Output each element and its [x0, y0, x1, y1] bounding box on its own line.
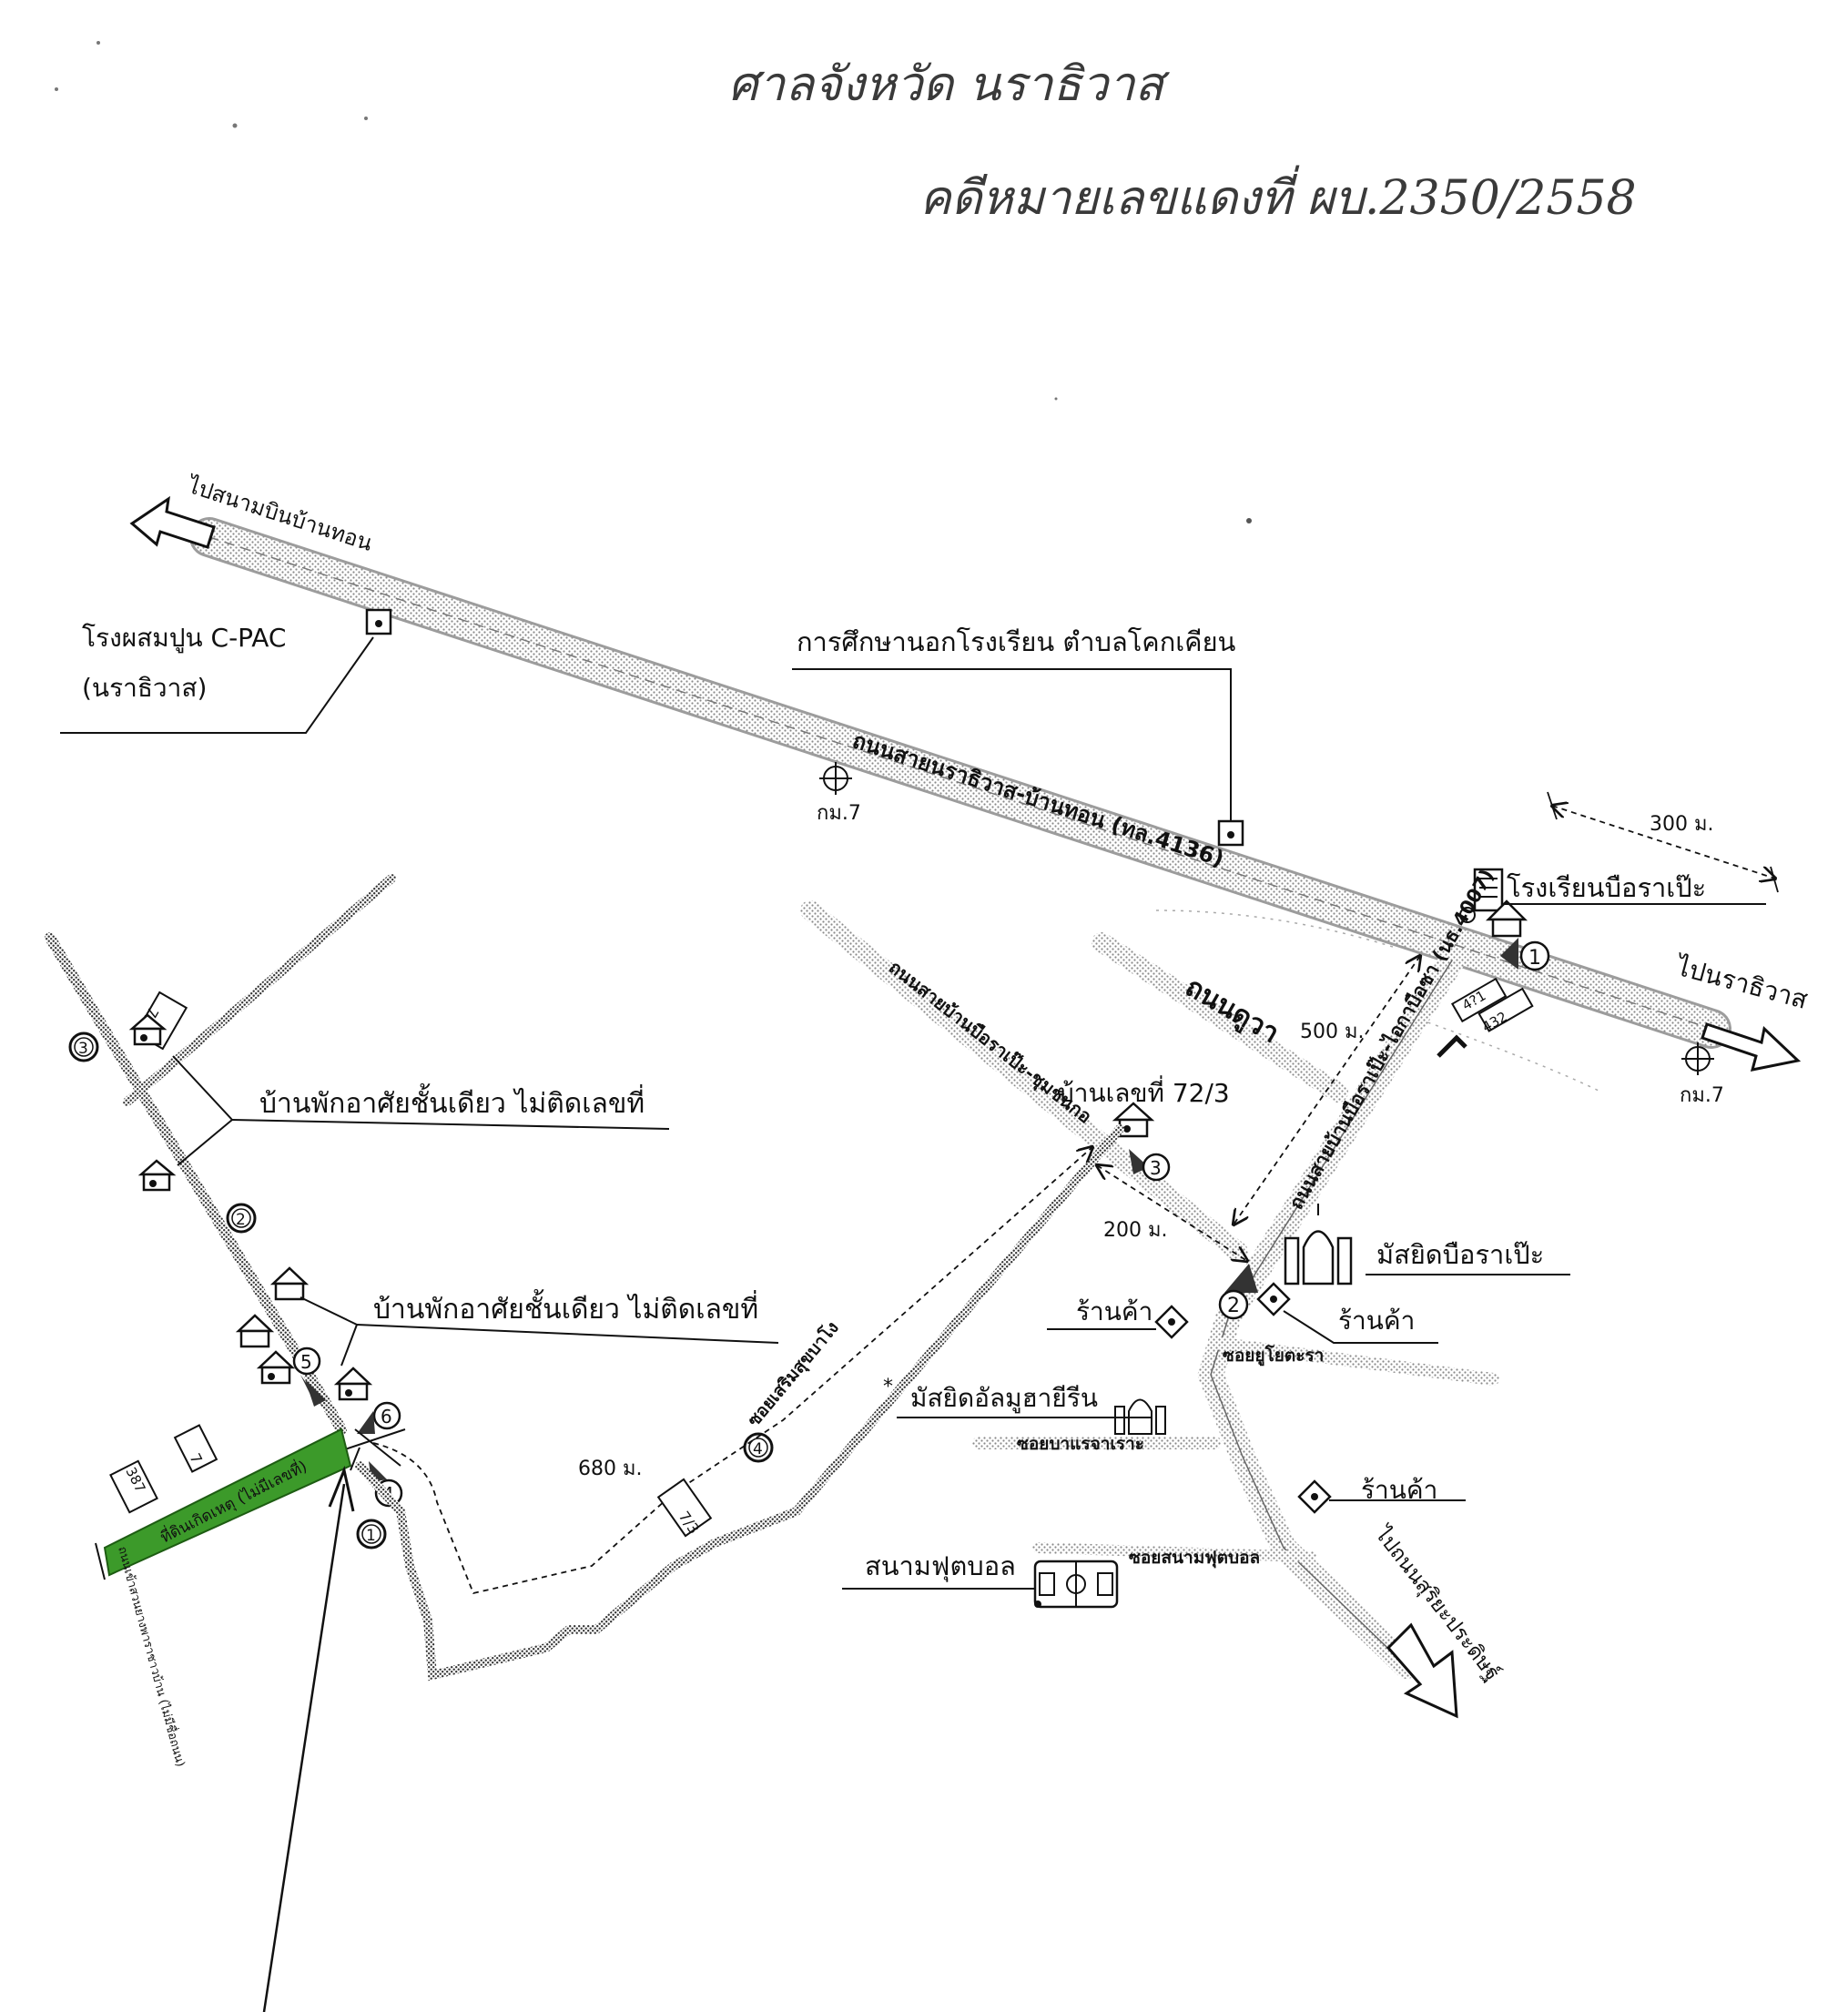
- leader-nfe: [792, 668, 1232, 824]
- road-bueraapae: [1197, 948, 1465, 1679]
- label-green-plot: ที่ดินเกิดเหตุ (ไม่มีเลขที่): [157, 1455, 310, 1547]
- label-house-left-1: บ้านพักอาศัยชั้นเดียว ไม่ติดเลขที่: [259, 1083, 645, 1120]
- pointer-t1-icon: [1500, 938, 1518, 970]
- label-km7-a: กม.7: [817, 802, 861, 825]
- label-dist-200: 200 ม.: [1103, 1219, 1167, 1242]
- label-dist-500: 500 ม.: [1300, 1021, 1364, 1043]
- pointer-arrow-site: [262, 1483, 346, 2012]
- label-school: โรงเรียนบือราเป๊ะ: [1507, 872, 1706, 903]
- label-mosque-2: มัสยิดอัลมูฮายีรีน: [910, 1383, 1098, 1414]
- pointer-arrow-head-icon: [328, 1465, 355, 1512]
- road-left: [45, 932, 347, 1435]
- main-highway: [189, 517, 1731, 1049]
- pointer-t5-icon: [305, 1379, 326, 1407]
- km7-marker-b-icon: [1681, 1042, 1714, 1075]
- road-shields: [1450, 977, 1534, 1032]
- mark-t5: 5: [300, 1351, 312, 1373]
- label-football: สนามฟุตบอล: [865, 1550, 1016, 1582]
- dim-680: [372, 1147, 1092, 1595]
- mark-c3: 3: [78, 1040, 88, 1058]
- label-main-road: ถนนสายนราธิวาส-บ้านทอน (ทล.4136): [849, 727, 1227, 872]
- label-house-left-2: บ้านพักอาศัยชั้นเดียว ไม่ติดเลขที่: [373, 1289, 758, 1326]
- header-line-2: คดีหมายเลขแดงที่ ผบ.2350/2558: [919, 165, 1637, 226]
- green-plot: [103, 1428, 352, 1577]
- arrow-suriya-icon: [1386, 1622, 1458, 1719]
- dim-500: [1234, 956, 1420, 1224]
- label-cpac-1: โรงผสมปูน C-PAC: [82, 623, 286, 654]
- arrow-narathiwat-icon: [1701, 1022, 1802, 1072]
- pointer-t6-icon: [357, 1411, 375, 1434]
- house-7232-icon: [1112, 1102, 1155, 1138]
- pointer-t2-icon: [1224, 1264, 1258, 1293]
- mark-t6: 6: [381, 1406, 392, 1428]
- mark-t2: 2: [1227, 1295, 1240, 1317]
- leader-cpac: [60, 636, 374, 734]
- dim-200: [1097, 1165, 1247, 1261]
- mark-t3: 3: [1150, 1157, 1162, 1179]
- school-icon: [1459, 868, 1528, 938]
- mark-c1: 1: [366, 1527, 376, 1545]
- header-line-1: ศาลจังหวัด นราธิวาส: [728, 57, 1171, 112]
- mark-c4: 4: [753, 1440, 763, 1458]
- house-left-b-icon: [137, 1159, 177, 1192]
- label-mosque-1: มัสยิดบือราเป๊ะ: [1376, 1239, 1544, 1270]
- label-soi-left: ซอยเสริมสุขบาโง: [743, 1317, 843, 1431]
- label-house-7232: บ้านเลขที่ 72/3: [1058, 1075, 1230, 1108]
- label-left-road-note: ถนนเข้าสวนยางพาราชาวบ้าน (ไม่มีชื่อถนน): [115, 1545, 188, 1769]
- label-nfe: การศึกษานอกโรงเรียน ตำบลโคกเคียน: [797, 626, 1236, 657]
- label-dist-300: 300 ม.: [1650, 813, 1713, 836]
- label-soi-football: ซอยสนามฟุตบอล: [1129, 1548, 1260, 1569]
- label-shop-2: ร้านค้า: [1338, 1306, 1415, 1336]
- label-soi-1: ซอยยูโยตะรา: [1223, 1345, 1324, 1367]
- mark-c2: 2: [236, 1211, 246, 1229]
- label-soi-2: ซอยบาแรจาเราะ: [1017, 1434, 1144, 1454]
- leader-house-left-1: [172, 1055, 234, 1166]
- dim-300: [1552, 806, 1775, 879]
- asterisk-icon: *: [883, 1376, 893, 1398]
- road-soi-left: [355, 1124, 1124, 1682]
- label-km7-b: กม.7: [1680, 1084, 1724, 1107]
- mark-t1: 1: [1528, 947, 1541, 970]
- km7-marker-a-icon: [819, 762, 852, 795]
- label-cpac-2: (นราธิวาส): [82, 673, 207, 703]
- house-left-a-icon: [128, 1013, 168, 1046]
- turn-sign-icon: [1437, 1034, 1467, 1058]
- mosque-1-icon: [1284, 1204, 1353, 1285]
- house-cluster-icon: [235, 1266, 373, 1401]
- arrow-airport-icon: [129, 495, 216, 549]
- label-dist-680: 680 ม.: [578, 1458, 642, 1480]
- label-shop-1: ร้านค้า: [1076, 1296, 1152, 1326]
